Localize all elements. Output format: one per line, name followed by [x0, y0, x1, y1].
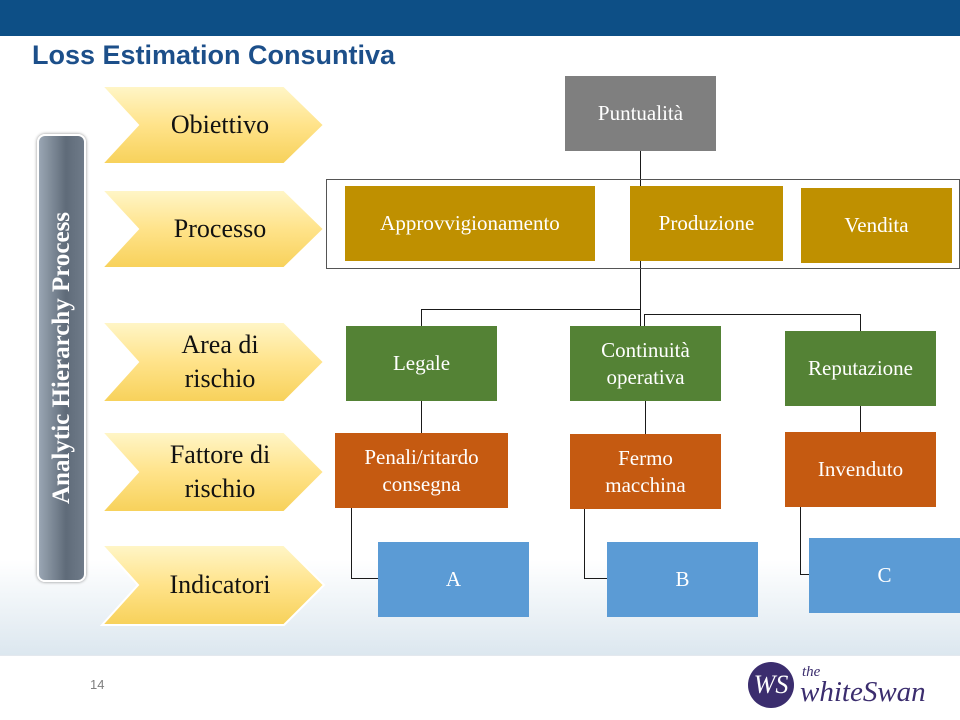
connector-line — [421, 309, 422, 326]
header-bar — [0, 0, 960, 36]
connector-line — [860, 314, 861, 331]
level-chevron-risk-area: Area di rischio — [100, 320, 326, 404]
goal-box: Puntualità — [565, 76, 716, 151]
ahp-banner-label: Analytic Hierarchy Process — [47, 211, 75, 505]
indicator-box: B — [607, 542, 758, 617]
connector-line — [860, 406, 861, 432]
risk-factor-box: Penali/ritardo consegna — [335, 433, 508, 508]
process-box: Vendita — [801, 188, 952, 263]
connector-line — [421, 400, 422, 433]
level-label: Fattore di rischio — [169, 440, 271, 503]
logo-name-text: whiteSwan — [800, 676, 926, 708]
logo-monogram: WS — [748, 662, 794, 708]
level-label: Obiettivo — [170, 110, 270, 140]
footer-divider — [0, 655, 960, 656]
level-label: Area di rischio — [181, 330, 259, 393]
level-chevron-risk-factor: Fattore di rischio — [100, 430, 326, 514]
ahp-side-banner: Analytic Hierarchy Process — [37, 134, 86, 582]
connector-line — [645, 400, 646, 434]
risk-factor-box: Fermo macchina — [570, 434, 721, 509]
whiteswan-logo: WS the whiteSwan — [748, 662, 938, 710]
risk-area-box: Legale — [346, 326, 497, 401]
logo-the-text: the — [802, 664, 821, 680]
risk-factor-box: Invenduto — [785, 432, 936, 507]
connector-line — [800, 507, 801, 574]
level-chevron-objective: Obiettivo — [100, 84, 326, 166]
slide-title: Loss Estimation Consuntiva — [32, 40, 396, 70]
connector-line — [640, 309, 641, 326]
connector-line — [351, 508, 352, 578]
level-chevron-process: Processo — [100, 188, 326, 270]
connector-line — [351, 578, 378, 579]
level-chevron-indicators: Indicatori — [100, 543, 326, 627]
indicator-box: A — [378, 542, 529, 617]
connector-line — [644, 314, 860, 315]
connector-line — [421, 309, 640, 310]
connector-line — [644, 314, 645, 326]
risk-area-box: Continuità operativa — [570, 326, 721, 401]
process-box: Produzione — [630, 186, 783, 261]
level-label: Indicatori — [169, 570, 271, 600]
page-number: 14 — [90, 677, 105, 692]
risk-area-box: Reputazione — [785, 331, 936, 406]
level-label: Processo — [173, 214, 267, 244]
connector-line — [584, 509, 585, 578]
connector-line — [584, 578, 607, 579]
connector-line — [800, 574, 809, 575]
connector-line — [640, 151, 641, 187]
connector-line — [640, 260, 641, 310]
indicator-box: C — [809, 538, 960, 613]
process-box: Approvvigionamento — [345, 186, 595, 261]
